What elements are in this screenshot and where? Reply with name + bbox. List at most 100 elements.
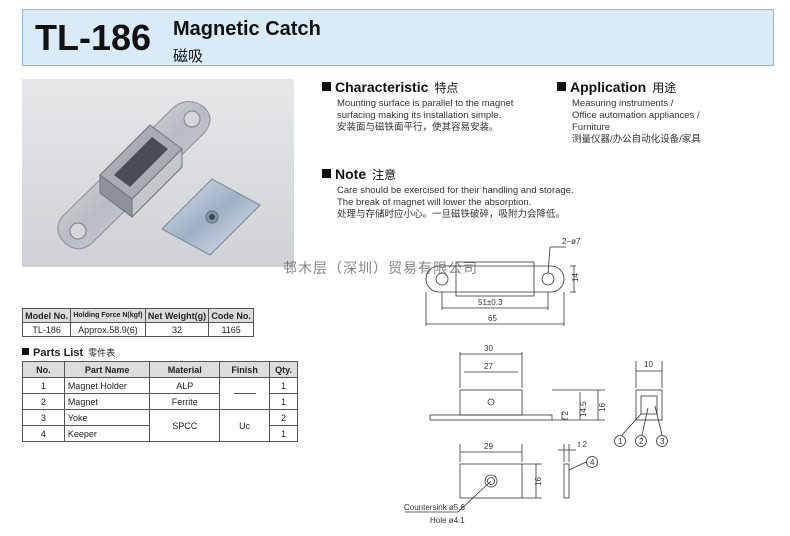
side-view: 10 1 2 3 xyxy=(614,360,668,447)
top-view-outline xyxy=(425,265,565,293)
dim-holes: 2−ø7 xyxy=(562,237,581,246)
part-name: Keeper xyxy=(63,425,151,442)
hole-leader xyxy=(547,246,551,274)
part-material: SPCC xyxy=(149,409,221,442)
balloon-2 xyxy=(635,435,647,447)
balloon-label: 1 xyxy=(618,437,623,446)
side-magnet xyxy=(640,395,658,415)
keeper-countersink xyxy=(484,474,498,488)
parts-header-cell: Material xyxy=(149,361,221,378)
balloon-3 xyxy=(656,435,668,447)
mounting-hole-left xyxy=(435,272,449,286)
application-text: Measuring instruments / Office automatio… xyxy=(572,98,701,146)
top-view-body xyxy=(455,261,535,297)
parts-header-cell: Qty. xyxy=(269,361,298,378)
note-line-cn: 处理与存储时应小心。一旦磁铁破碎，吸附力会降低。 xyxy=(337,209,566,220)
spec-header-cell: Holding Force N(kgf) xyxy=(70,308,146,323)
dim-keeper-16: 16 xyxy=(534,477,543,486)
dim-pitch: 51±0.3 xyxy=(478,298,503,307)
application-line: Office automation appliances / xyxy=(572,110,700,121)
bullet-square-icon xyxy=(22,348,29,355)
note-line: The break of magnet will lower the absor… xyxy=(337,197,532,208)
part-no: 1 xyxy=(22,377,65,394)
note-title: Note xyxy=(335,166,367,182)
spec-cell: 1165 xyxy=(208,322,254,337)
product-photo xyxy=(22,79,294,267)
characteristic-line: Mounting surface is parallel to the magn… xyxy=(337,98,514,109)
dim-29: 29 xyxy=(484,442,493,451)
balloon-label: 3 xyxy=(660,437,665,446)
note-heading: Note 注意 xyxy=(322,166,396,183)
application-title: Application xyxy=(570,79,647,95)
characteristic-title-cn: 特点 xyxy=(434,81,459,95)
part-name: Yoke xyxy=(63,409,151,426)
technical-drawing: 2−ø7 14 51±0.3 65 30 27 t 2 14.5 16 10 xyxy=(404,237,668,525)
characteristic-line: surfacing making its installation simple… xyxy=(337,110,502,121)
parts-header-row: No. Part Name Material Finish Qty. xyxy=(22,361,298,378)
part-no: 3 xyxy=(22,409,65,426)
part-name: Magnet xyxy=(63,393,151,410)
bullet-square-icon xyxy=(322,82,331,91)
bullet-square-icon xyxy=(322,169,331,178)
front-hole xyxy=(487,398,495,406)
parts-title-cn: 零件表 xyxy=(88,348,116,358)
balloon-label: 2 xyxy=(639,437,644,446)
dim-length: 65 xyxy=(488,314,497,323)
dim-30: 30 xyxy=(484,344,493,353)
keeper-side xyxy=(563,463,570,499)
table-row: 1 Magnet Holder ALP 1 xyxy=(22,377,298,410)
characteristic-text: Mounting surface is parallel to the magn… xyxy=(337,98,513,134)
mounting-hole-right xyxy=(541,272,555,286)
part-no: 4 xyxy=(22,425,65,442)
keeper-outline xyxy=(459,463,523,499)
front-base xyxy=(429,414,553,421)
bullet-square-icon xyxy=(557,82,566,91)
dim-keeper-t2: t 2 xyxy=(578,440,587,449)
parts-header-cell: Part Name xyxy=(63,361,151,378)
spec-cell: 32 xyxy=(144,322,210,337)
part-finish-blank xyxy=(219,377,270,410)
dim-14-5: 14.5 xyxy=(579,401,588,417)
top-view: 2−ø7 14 51±0.3 65 xyxy=(425,237,581,326)
application-line-cn: 测量仪器/办公自动化设备/家具 xyxy=(572,134,701,145)
keeper-hole xyxy=(487,477,495,485)
dim-10: 10 xyxy=(644,360,653,369)
part-finish: Uc xyxy=(219,409,270,442)
part-material: ALP xyxy=(149,377,221,394)
side-body xyxy=(635,389,663,421)
dim-27: 27 xyxy=(484,362,493,371)
parts-table: No. Part Name Material Finish Qty. 1 Mag… xyxy=(22,361,298,442)
table-row: 3 Yoke SPCC Uc 2 xyxy=(22,409,298,442)
characteristic-title: Characteristic xyxy=(335,79,429,95)
part-name: Magnet Holder xyxy=(63,377,151,394)
product-name-cn: 磁吸 xyxy=(173,48,204,65)
characteristic-line-cn: 安装面与磁铁面平行，使其容易安装。 xyxy=(337,122,499,133)
magnetic-catch-illustration xyxy=(57,101,261,256)
spec-cell: Approx.58.9(6) xyxy=(70,322,146,337)
application-title-cn: 用途 xyxy=(652,81,677,95)
note-title-cn: 注意 xyxy=(372,168,397,182)
model-number: TL-186 xyxy=(35,17,152,58)
balloon-label: 4 xyxy=(590,458,595,467)
part-material: Ferrite xyxy=(149,393,221,410)
front-view: 30 27 t 2 14.5 16 xyxy=(429,344,607,421)
spec-cell: TL-186 xyxy=(21,322,72,337)
part-qty: 2 xyxy=(269,409,298,426)
application-line: Measuring instruments / xyxy=(572,98,674,109)
front-body xyxy=(459,389,523,416)
spec-header-cell: Net Weight(g) xyxy=(144,308,210,323)
spec-header-row: Model No. Holding Force N(kgf) Net Weigh… xyxy=(21,308,254,323)
note-text: Care should be exercised for their handl… xyxy=(337,185,574,221)
spec-row: TL-186 Approx.58.9(6) 32 1165 xyxy=(21,322,254,337)
spec-table: Model No. Holding Force N(kgf) Net Weigh… xyxy=(21,308,254,337)
part-no: 2 xyxy=(22,393,65,410)
application-heading: Application 用途 xyxy=(557,79,676,96)
part-qty: 1 xyxy=(269,377,298,394)
dim-14: 14 xyxy=(571,273,580,282)
company-watermark: 邨木层（深圳）贸易有限公司 xyxy=(283,260,478,276)
note-line: Care should be exercised for their handl… xyxy=(337,185,574,196)
keeper-view: 29 16 Countersink ø5.6 Hole ø4.1 t 2 4 xyxy=(404,440,598,525)
balloon-1 xyxy=(614,435,626,447)
spec-header-cell: Code No. xyxy=(208,308,254,323)
